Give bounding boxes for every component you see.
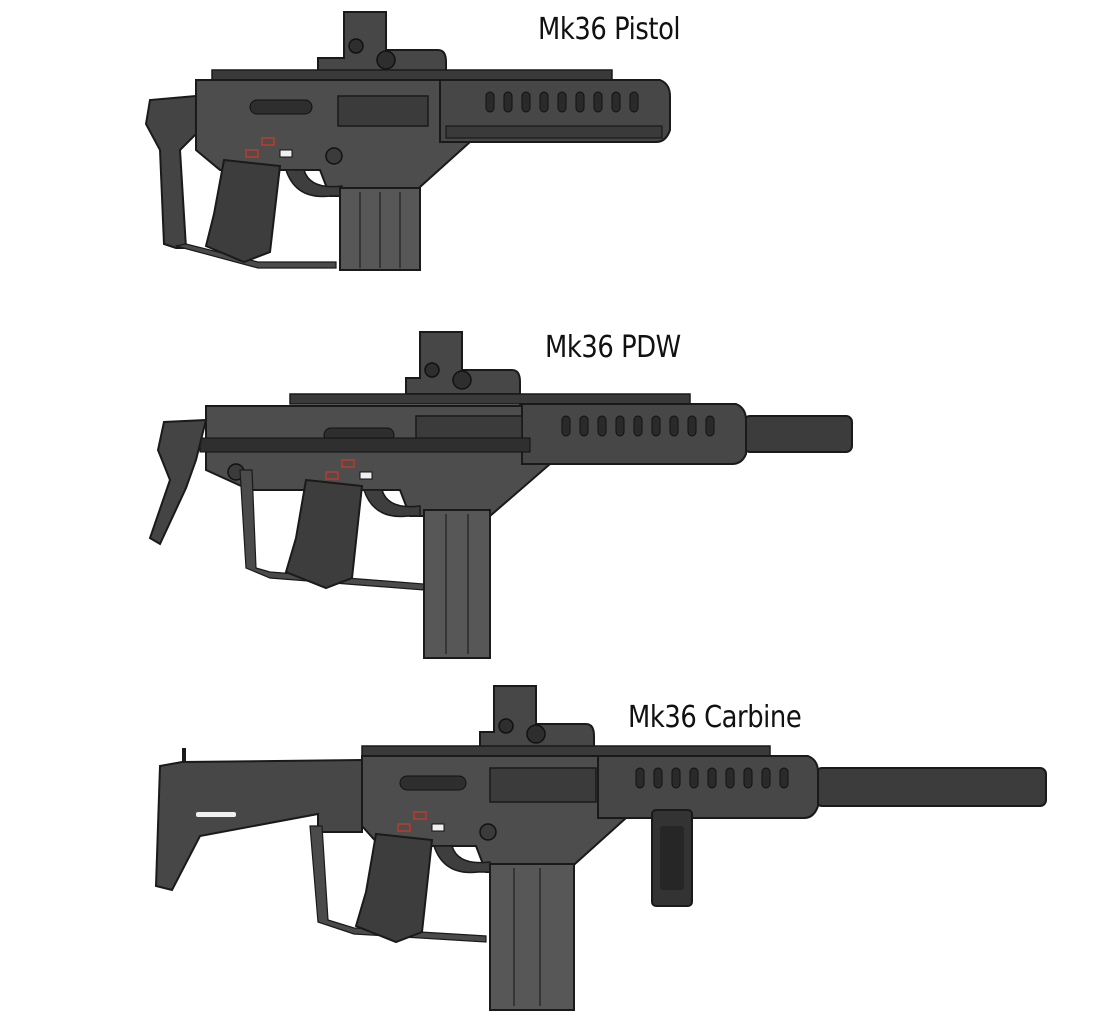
stock-strut [309,825,487,943]
fixed-stock [154,758,363,892]
lower-rail [445,125,663,139]
selector-marker [245,149,259,158]
folding-brace [144,94,197,249]
rifle-variant-pdw: Mk36 PDW [0,320,1096,680]
ejection-port [489,767,597,803]
pistol-grip [204,158,282,264]
charging-handle [399,775,467,791]
suppressor [815,767,1047,807]
collapsible-stock [148,418,208,546]
sight-knob [348,38,364,54]
variant-label: Mk36 Carbine [628,700,802,735]
trigger-guard [362,489,421,518]
selector-marker [341,459,355,468]
charging-handle [249,99,313,115]
suppressor [743,415,853,453]
top-rail [289,393,691,405]
selector-marker [325,471,339,480]
magazine [423,509,491,659]
selector-marker [261,137,275,146]
pistol-grip [284,478,364,590]
selector-marker [397,823,411,832]
rifle-variant-pistol: Mk36 Pistol [0,0,1096,290]
sight-knob [526,724,546,744]
ejection-port [337,95,429,127]
variant-label: Mk36 Pistol [538,12,681,47]
pivot-pin [325,147,343,165]
stock-slot [196,812,236,817]
pistol-grip [354,832,434,944]
sight-knob [498,718,514,734]
pivot-pin [479,823,497,841]
top-rail [361,745,771,757]
magazine [489,863,575,1011]
rifle-variant-carbine: Mk36 Carbine [0,685,1096,1016]
sight-knob [452,370,472,390]
buffer-tube [199,437,531,453]
selector-marker [431,823,445,832]
carbine-illustration [154,685,1047,1011]
pistol-illustration [144,11,671,271]
variant-label: Mk36 PDW [545,330,681,365]
selector-marker [359,471,373,480]
pdw-illustration [148,331,853,659]
top-rail [211,69,613,81]
selector-marker [413,811,427,820]
sight-knob [424,362,440,378]
sight-knob [376,50,396,70]
selector-marker [279,149,293,158]
brace-strut [175,243,337,269]
